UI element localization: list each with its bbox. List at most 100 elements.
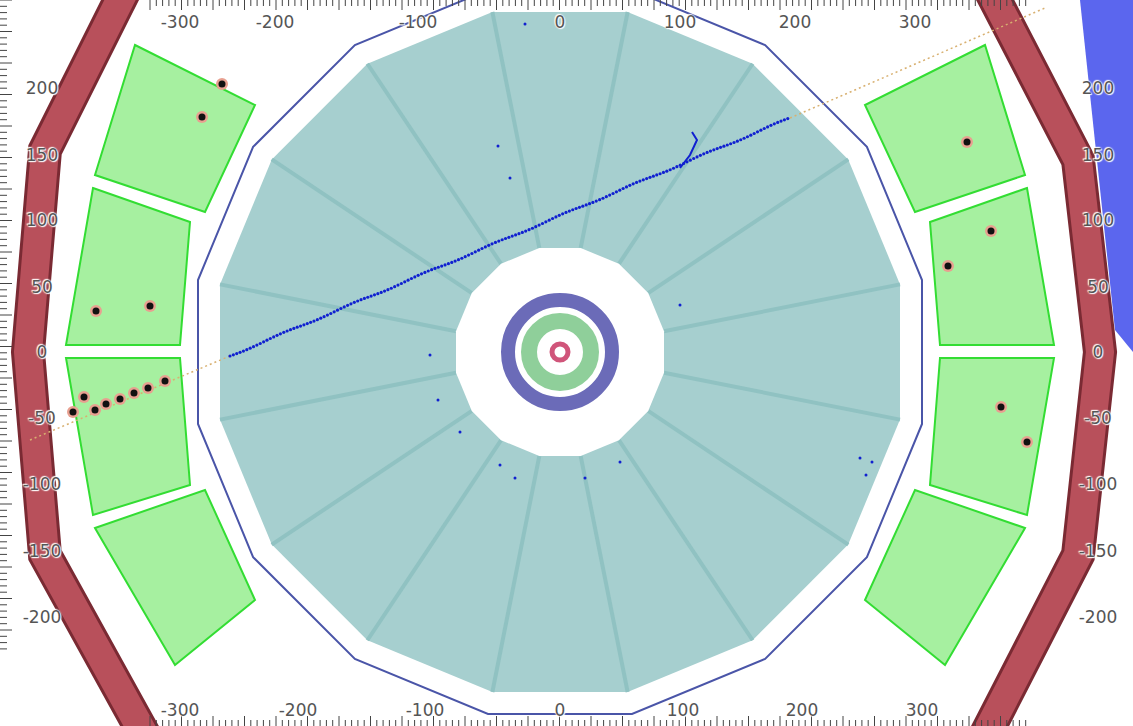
tick: [969, 716, 970, 726]
track-hit: [632, 182, 635, 185]
tick: [792, 720, 793, 726]
track-hit: [427, 269, 430, 272]
segment-line: [492, 456, 539, 692]
tick: [0, 144, 7, 145]
tick: [792, 0, 793, 6]
tick: [0, 504, 12, 505]
tick: [717, 0, 718, 10]
tick: [616, 0, 617, 6]
track-hit: [460, 257, 463, 260]
tick: [502, 0, 503, 6]
track-hit: [611, 192, 614, 195]
hit-dot: [103, 401, 110, 408]
track-hit: [706, 151, 709, 154]
track-hit: [249, 347, 252, 350]
track-hit: [470, 252, 473, 255]
track-hit: [524, 229, 527, 232]
track-hit: [383, 289, 386, 292]
track-hit: [437, 266, 440, 269]
tick: [0, 63, 12, 64]
tick: [0, 233, 7, 234]
track-hit: [370, 294, 373, 297]
tick: [994, 0, 995, 6]
tick: [0, 321, 7, 322]
tick: [244, 0, 245, 10]
tick: [0, 396, 7, 397]
tick: [635, 0, 636, 6]
tick: [0, 535, 12, 536]
tick: [874, 0, 875, 10]
track-hit: [591, 201, 594, 204]
track-hit: [786, 117, 789, 120]
track-hit: [480, 247, 483, 250]
tick: [162, 720, 163, 726]
stray-hit: [524, 23, 527, 26]
tick: [880, 0, 881, 6]
track-hit: [645, 177, 648, 180]
track-hit: [517, 232, 520, 235]
axis-label: 0: [555, 700, 566, 720]
tick: [282, 720, 283, 726]
segment-line: [648, 411, 848, 545]
track-hit: [292, 327, 295, 330]
track-hit: [279, 332, 282, 335]
tick: [912, 0, 913, 6]
track-hit: [655, 173, 658, 176]
hit-dot: [1024, 439, 1031, 446]
tick: [924, 720, 925, 726]
axis-label: -300: [161, 12, 200, 32]
tick: [0, 560, 7, 561]
track-hit: [302, 323, 305, 326]
tick: [0, 315, 12, 316]
tick: [376, 0, 377, 6]
tick: [899, 720, 900, 726]
muon-chamber: [95, 490, 255, 665]
tick: [339, 716, 340, 726]
axis-label: 100: [667, 700, 699, 720]
axis-label: 50: [1087, 277, 1109, 297]
track-hit: [406, 279, 409, 282]
tick: [509, 0, 510, 6]
tick: [0, 648, 7, 649]
tick: [1019, 0, 1020, 6]
tick: [0, 403, 7, 404]
tick: [0, 75, 7, 76]
axis-label: 300: [899, 12, 931, 32]
tick: [0, 459, 7, 460]
tick: [830, 0, 831, 6]
track-hit: [726, 143, 729, 146]
tick: [628, 0, 629, 6]
tick: [0, 636, 7, 637]
tick: [269, 0, 270, 6]
track-hit: [380, 291, 383, 294]
track-hit: [642, 178, 645, 181]
tick: [0, 88, 7, 89]
hit-halo: [196, 111, 208, 123]
tick: [206, 0, 207, 6]
hit-dot: [162, 378, 169, 385]
tick: [0, 491, 7, 492]
tick: [0, 333, 7, 334]
tick: [931, 720, 932, 726]
tick: [666, 720, 667, 726]
track-hit: [366, 296, 369, 299]
hit-dot: [70, 409, 77, 416]
tick: [276, 0, 277, 10]
tick: [666, 0, 667, 6]
tick: [641, 0, 642, 6]
track-hit: [326, 314, 329, 317]
tick: [861, 720, 862, 726]
hit-halo: [995, 401, 1007, 413]
tick: [383, 720, 384, 726]
track-hit: [665, 170, 668, 173]
tick: [1013, 720, 1014, 726]
track-hit: [238, 351, 241, 354]
tick: [370, 716, 371, 726]
axis-label: -100: [406, 700, 445, 720]
tick: [572, 720, 573, 726]
stray-hit: [429, 354, 432, 357]
tick: [773, 0, 774, 6]
track-hit: [581, 205, 584, 208]
track-hit: [732, 141, 735, 144]
track-hit: [289, 328, 292, 331]
